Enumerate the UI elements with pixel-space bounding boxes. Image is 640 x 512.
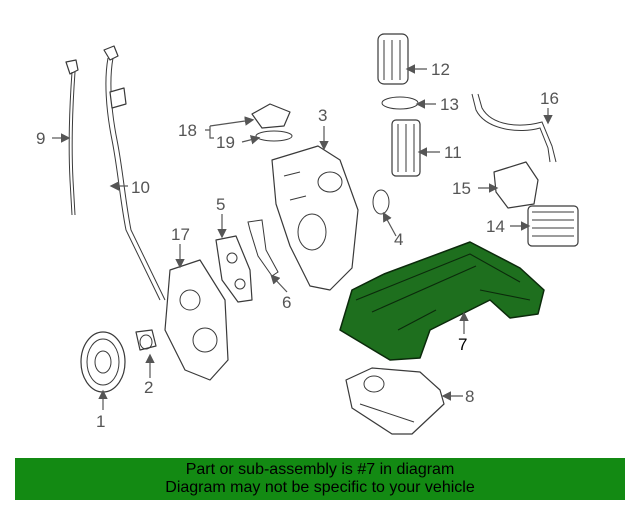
part-13-o-ring[interactable] (381, 96, 419, 110)
callout-13[interactable]: 13 (440, 95, 459, 114)
callout-3[interactable]: 3 (318, 106, 327, 125)
part-5-gasket[interactable] (215, 235, 253, 303)
part-7-oil-pan-upper[interactable] (339, 241, 545, 361)
footer-banner: Part or sub-assembly is #7 in diagram Di… (15, 458, 625, 500)
callout-19[interactable]: 19 (216, 133, 235, 152)
callout-10[interactable]: 10 (131, 178, 150, 197)
part-18-housing[interactable] (251, 103, 291, 129)
part-19-gasket[interactable] (255, 130, 293, 142)
callout-12[interactable]: 12 (431, 60, 450, 79)
callout-17[interactable]: 17 (171, 225, 190, 244)
part-16-pipe[interactable] (471, 93, 557, 163)
callout-1[interactable]: 1 (96, 412, 105, 431)
callout-14[interactable]: 14 (486, 217, 505, 236)
part-6-seal[interactable] (247, 219, 279, 277)
part-11-filter-element[interactable] (391, 119, 421, 177)
footer-line-1: Part or sub-assembly is #7 in diagram (185, 461, 455, 478)
callout-4[interactable]: 4 (394, 230, 403, 249)
callout-11[interactable]: 11 (444, 143, 462, 162)
footer-line-2: Diagram may not be specific to your vehi… (165, 479, 475, 496)
part-12-filter-cap[interactable] (377, 33, 409, 85)
callout-7[interactable]: 7 (458, 335, 467, 354)
part-10-dipstick-tube[interactable] (103, 45, 166, 301)
part-3-front-cover[interactable] (271, 145, 359, 291)
part-2-bolt[interactable] (135, 329, 157, 351)
part-9-dipstick[interactable] (65, 59, 79, 216)
callout-18[interactable]: 18 (178, 121, 197, 140)
part-15-bracket[interactable] (493, 161, 539, 209)
callout-16[interactable]: 16 (540, 89, 559, 108)
callout-8[interactable]: 8 (465, 387, 474, 406)
parts-diagram: 9 10 1 2 17 5 6 3 4 12 13 11 16 15 14 8 … (36, 33, 579, 435)
part-4-seal-ring[interactable] (372, 189, 390, 215)
part-8-oil-pan-lower[interactable] (345, 367, 445, 435)
part-14-oil-cooler[interactable] (527, 205, 579, 247)
part-17-timing-cover[interactable] (164, 259, 229, 381)
callout-9[interactable]: 9 (36, 129, 45, 148)
callout-2[interactable]: 2 (144, 378, 153, 397)
part-1-crankshaft-pulley[interactable] (80, 331, 126, 393)
callout-5[interactable]: 5 (216, 195, 225, 214)
callout-6[interactable]: 6 (282, 293, 291, 312)
callout-15[interactable]: 15 (452, 179, 471, 198)
